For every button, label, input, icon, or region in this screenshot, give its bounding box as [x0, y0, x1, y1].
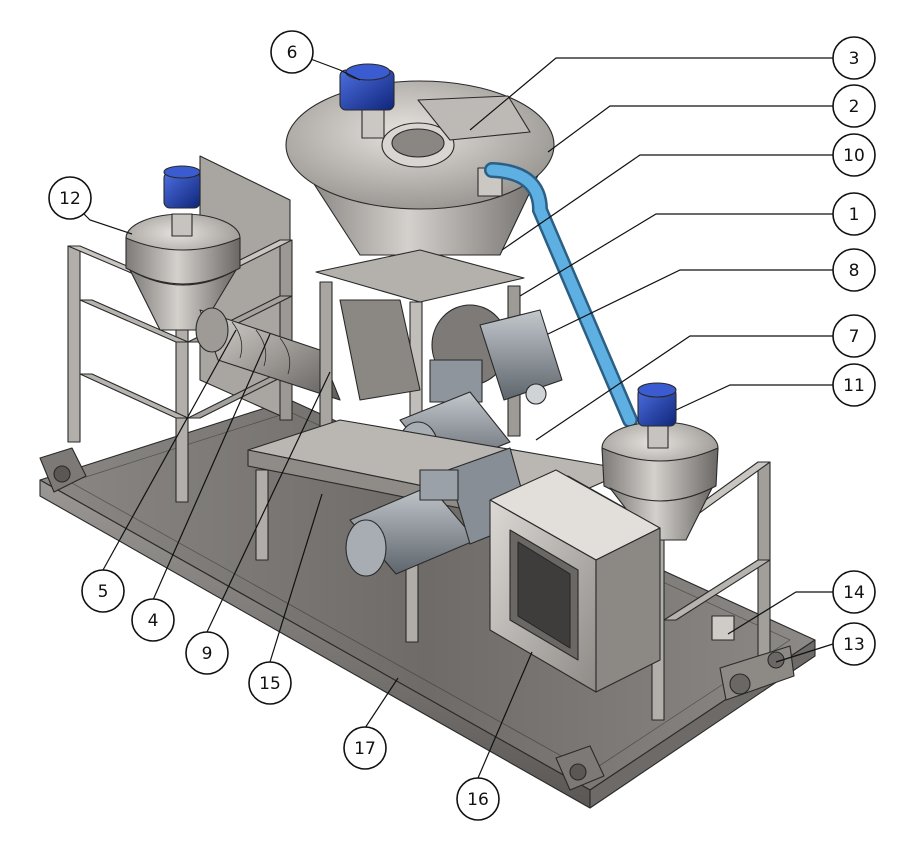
- callout-13: 13: [832, 622, 876, 666]
- callout-3: 3: [832, 36, 876, 80]
- leveling-foot-left: [39, 447, 87, 493]
- callout-17: 17: [343, 726, 387, 770]
- leveling-foot-front: [555, 745, 605, 791]
- callout-7: 7: [832, 314, 876, 358]
- callout-label: 1: [849, 205, 860, 225]
- callout-2: 2: [832, 84, 876, 128]
- metal-detector-box: [489, 469, 661, 693]
- callout-10: 10: [832, 133, 876, 177]
- callout-label: 15: [259, 674, 281, 694]
- callout-1: 1: [832, 192, 876, 236]
- callout-label: 4: [148, 611, 159, 631]
- callout-label: 5: [98, 582, 109, 602]
- callout-label: 17: [354, 739, 376, 759]
- callout-bubbles: 6 3 2 10 1 8 7 11 12 5 4 9 15 17 16 14 1…: [48, 30, 876, 821]
- main-hopper: [285, 80, 555, 256]
- central-support-frame: [315, 249, 525, 473]
- right-receiver-hopper: [601, 421, 719, 541]
- transfer-hose-highlight: [486, 164, 636, 426]
- callout-label: 16: [467, 790, 489, 810]
- callout-label: 3: [849, 49, 860, 69]
- callout-12: 12: [48, 176, 92, 220]
- callout-14: 14: [832, 570, 876, 614]
- callout-16: 16: [456, 777, 500, 821]
- leader-lines: [69, 51, 834, 779]
- callout-label: 7: [849, 327, 860, 347]
- right-receiver-motor: [637, 382, 677, 449]
- left-feeder-hopper: [125, 213, 241, 331]
- callout-label: 12: [59, 189, 81, 209]
- callout-9: 9: [185, 631, 229, 675]
- callout-11: 11: [832, 363, 876, 407]
- left-feeder-motor: [163, 165, 201, 209]
- callout-4: 4: [131, 598, 175, 642]
- callout-label: 14: [843, 583, 865, 603]
- callout-label: 11: [843, 376, 865, 396]
- callout-5: 5: [81, 569, 125, 613]
- callout-8: 8: [832, 248, 876, 292]
- callout-6: 6: [270, 30, 314, 74]
- callout-label: 6: [287, 43, 298, 63]
- callout-label: 2: [849, 97, 860, 117]
- callout-label: 10: [843, 146, 865, 166]
- callout-label: 9: [202, 644, 213, 664]
- callout-15: 15: [248, 661, 292, 705]
- callout-label: 8: [849, 261, 860, 281]
- main-hopper-motor: [339, 63, 395, 111]
- callout-label: 13: [843, 635, 865, 655]
